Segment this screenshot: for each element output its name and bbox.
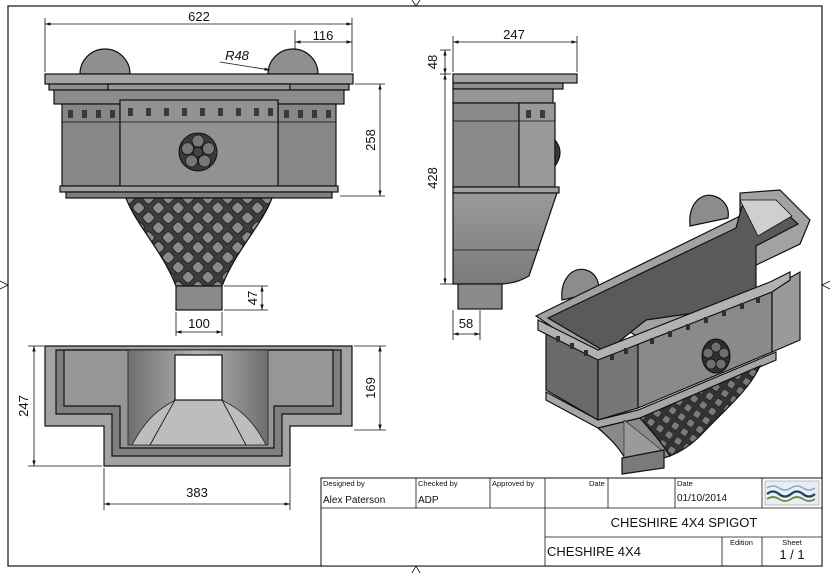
center-mark-right	[821, 280, 830, 290]
dim-spigot-height: 47	[245, 291, 260, 305]
dim-plan-width: 383	[186, 485, 208, 500]
sheet-number: 1 / 1	[779, 547, 804, 562]
dim-radius: R48	[225, 48, 250, 63]
isometric-view	[534, 189, 811, 475]
center-mark-bottom	[411, 565, 421, 573]
dim-width-overall: 622	[188, 9, 210, 24]
dim-plan-depth: 247	[16, 395, 31, 417]
dim-side-top: 48	[425, 55, 440, 69]
dim-spigot-width: 100	[188, 316, 210, 331]
dim-cap-offset: 116	[313, 28, 334, 43]
checked-by-value: ADP	[418, 495, 439, 506]
side-view	[452, 73, 578, 310]
dim-side-height: 428	[425, 167, 440, 189]
designed-by-value: Alex Paterson	[323, 495, 385, 506]
drawing-title: CHESHIRE 4X4 SPIGOT	[611, 515, 758, 530]
front-dimensions: 622 116 R48 258 47 100	[44, 9, 385, 336]
side-dimensions: 247 48 428 58	[425, 27, 578, 340]
center-mark-top	[411, 0, 421, 7]
date-value: 01/10/2014	[677, 493, 727, 504]
company-logo	[764, 480, 820, 506]
date-label-2: Date	[677, 479, 693, 488]
dim-side-spigot: 58	[459, 316, 473, 331]
edition-label: Edition	[730, 538, 753, 547]
checked-by-label: Checked by	[418, 479, 458, 488]
center-mark-left	[0, 280, 9, 290]
sheet-label: Sheet	[782, 538, 803, 547]
plan-dimensions: 247 169 383	[16, 345, 386, 510]
front-view	[44, 48, 354, 311]
dim-side-width: 247	[503, 27, 525, 42]
title-block: Designed by Alex Paterson Checked by ADP…	[320, 477, 823, 567]
dim-height-body: 258	[363, 129, 378, 151]
part-name: CHESHIRE 4X4	[547, 544, 641, 559]
approved-by-label: Approved by	[492, 479, 534, 488]
plan-view	[44, 345, 353, 467]
date-label-1: Date	[589, 479, 605, 488]
designed-by-label: Designed by	[323, 479, 365, 488]
dim-plan-inner: 169	[363, 377, 378, 399]
